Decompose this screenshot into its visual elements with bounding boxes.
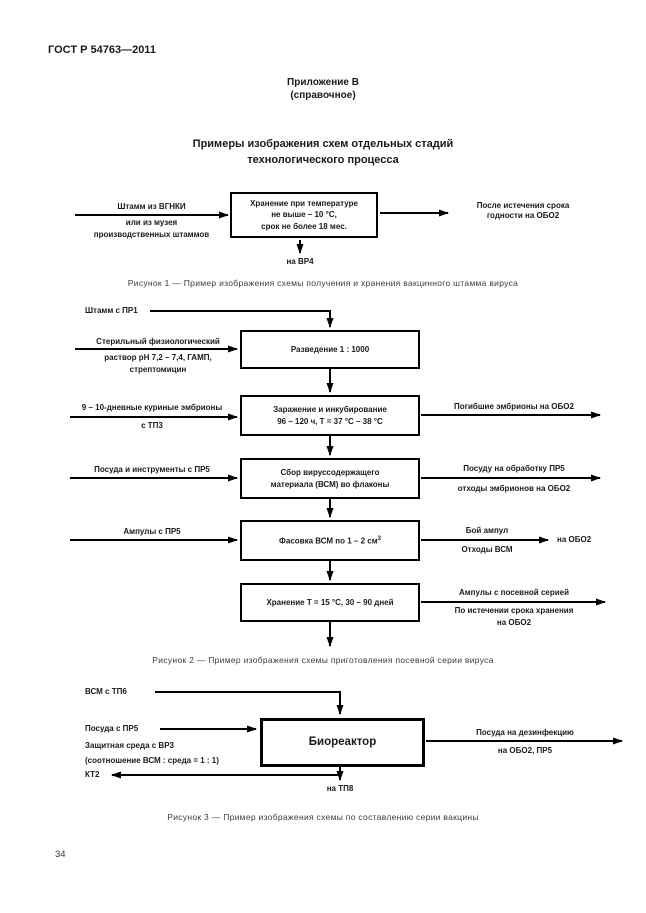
fig2-box3-output-line2: отходы эмбрионов на ОБО2 (457, 484, 571, 493)
fig2-box-collection: Сбор вируссодержащего материала (ВСМ) во… (240, 458, 420, 499)
fig2-box3-input-label: Посуда и инструменты с ПР5 (94, 465, 210, 474)
fig1-input-label-line3: производственных штаммов (93, 230, 210, 239)
fig2-box5-output-top: Ампулы с посевной серией (458, 588, 570, 597)
fig2-box4-superscript: 3 (377, 535, 381, 542)
fig2-top-input-label: Штамм с ПР1 (85, 306, 138, 315)
fig1-input-label-line2: или из музея (125, 218, 178, 227)
fig2-box2-input-line2: с ТП3 (141, 421, 163, 430)
fig2-box1-input-line3: стрептомицин (129, 365, 187, 374)
fig3-bioreactor-box: Биореактор (260, 718, 425, 767)
fig2-box2-input-line1: 9 – 10-дневные куриные эмбрионы (81, 403, 223, 412)
fig2-box-storage: Хранение Т = 15 °С, 30 – 90 дней (240, 583, 420, 622)
fig3-box-text: Биореактор (308, 736, 377, 749)
fig2-box1-text: Разведение 1 : 1000 (290, 344, 370, 354)
fig2-box5-output-bottom2: на ОБО2 (496, 618, 532, 627)
fig2-box1-input-line2: раствор pH 7,2 – 7,4, ГАМП, (104, 353, 212, 362)
fig2-box3-output-line1: Посуду на обработку ПР5 (463, 464, 565, 473)
fig2-box2-output-label: Погибшие эмбрионы на ОБО2 (454, 402, 574, 411)
fig2-box2-line2: 96 – 120 ч, Т = 37 °С – 38 °С (277, 416, 383, 426)
fig1-output-label: После истечения срока годности на ОБО2 (452, 201, 594, 220)
fig2-box2-line1: Заражение и инкубирование (273, 405, 387, 415)
fig2-box5-output-bottom1: По истечении срока хранения (454, 606, 574, 615)
fig3-left-line2: Защитная среда с ВР3 (85, 741, 174, 750)
fig2-box3-line2: материала (ВСМ) во флаконы (270, 479, 390, 489)
fig2-box4-output-dest: на ОБО2 (557, 535, 592, 544)
fig2-box4-main: Фасовка ВСМ по 1 – 2 см (279, 536, 378, 546)
fig3-down-label: на ТП8 (326, 784, 354, 793)
fig2-box-dilution: Разведение 1 : 1000 (240, 330, 420, 369)
fig3-top-input-label: ВСМ с ТП6 (85, 687, 127, 696)
page-title-line2: технологического процесса (247, 154, 399, 166)
fig1-input-label-line1: Штамм из ВГНКИ (117, 202, 186, 211)
fig3-left-line3: (соотношение ВСМ : среда = 1 : 1) (85, 756, 219, 765)
fig1-caption: Рисунок 1 — Пример изображения схемы пол… (127, 278, 519, 288)
fig3-kt-label: КТ2 (85, 770, 100, 779)
appendix-title: Приложение В (287, 77, 359, 88)
fig2-box1-input-line1: Стерильный физиологический (96, 337, 220, 346)
fig2-box4-output-bottom: Отходы ВСМ (461, 545, 513, 554)
fig3-left-line1: Посуда с ПР5 (85, 724, 139, 733)
page-title-line1: Примеры изображения схем отдельных стади… (192, 138, 454, 150)
fig1-box-line1: Хранение при температуре (250, 199, 358, 209)
fig1-box-line3: срок не более 18 мес. (261, 221, 347, 231)
fig3-caption: Рисунок 3 — Пример изображения схемы по … (167, 812, 479, 822)
document-number: ГОСТ Р 54763—2011 (48, 44, 156, 56)
fig1-output-line1: После истечения срока (476, 201, 570, 210)
fig2-box4-input-label: Ампулы с ПР5 (123, 527, 181, 536)
fig2-box5-text: Хранение Т = 15 °С, 30 – 90 дней (266, 597, 394, 607)
fig2-box3-line1: Сбор вируссодержащего (280, 468, 380, 478)
fig3-output-line2: на ОБО2, ПР5 (497, 746, 553, 755)
appendix-note: (справочное) (290, 90, 356, 101)
page-number: 34 (55, 849, 66, 860)
fig2-box-filling: Фасовка ВСМ по 1 – 2 см3 (240, 520, 420, 561)
fig2-caption: Рисунок 2 — Пример изображения схемы при… (152, 655, 494, 665)
fig1-process-box: Хранение при температуре не выше – 10 °С… (230, 192, 378, 238)
fig1-box-line2: не выше – 10 °С, (271, 210, 337, 220)
fig2-box-infection: Заражение и инкубирование 96 – 120 ч, Т … (240, 395, 420, 436)
fig1-output-line2: годности на ОБО2 (486, 210, 560, 220)
fig3-output-line1: Посуда на дезинфекцию (476, 728, 574, 737)
fig2-box4-text: Фасовка ВСМ по 1 – 2 см3 (279, 535, 381, 547)
fig1-down-label: на ВР4 (286, 257, 314, 266)
fig2-box4-output-top: Бой ампул (465, 526, 509, 535)
